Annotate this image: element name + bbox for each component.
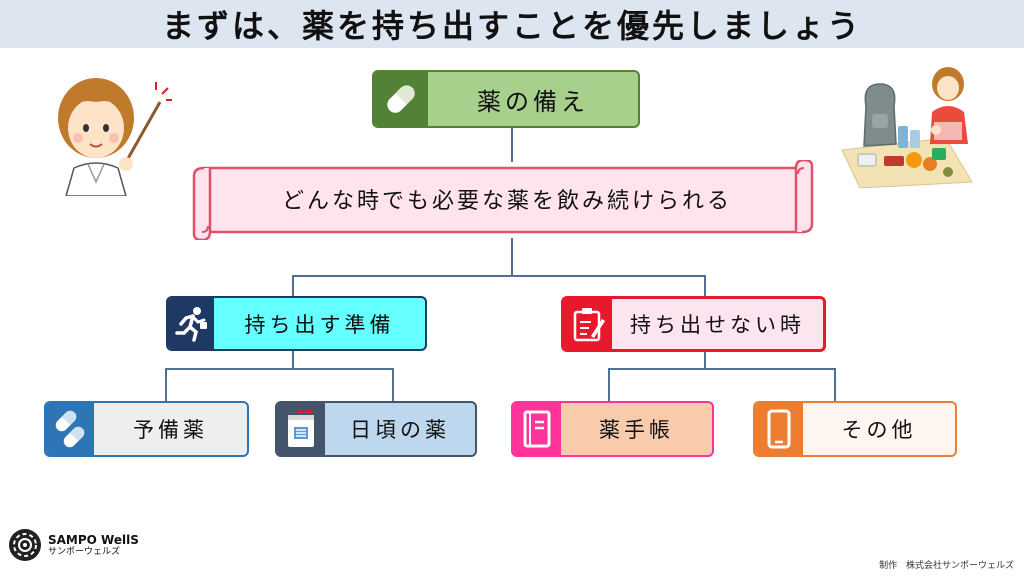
logo-mark-icon [9, 529, 41, 561]
supplies-illustration [841, 67, 973, 188]
child-notebook-icon-panel [513, 403, 561, 455]
child-other-icon-panel [755, 403, 803, 455]
clipboard-pen-icon [573, 308, 605, 342]
branch-prepare-label: 持ち出す準備 [244, 312, 395, 337]
credit: 制作 株式会社サンポーウェルズ [873, 558, 1014, 571]
credit-label: 制作 [879, 561, 898, 571]
child-daily-label: 日頃の薬 [350, 418, 450, 442]
notebook-icon [523, 410, 551, 448]
connector-right-down [704, 350, 706, 369]
child-notebook-box: 薬手帳 [511, 401, 714, 457]
connector-root-scroll [511, 126, 513, 162]
scroll-text: どんな時でも必要な薬を飲み続けられる [281, 189, 732, 214]
credit-company: 株式会社サンポーウェルズ [905, 561, 1014, 571]
connector-right-child1 [608, 368, 610, 402]
child-spare-icon-panel [46, 403, 94, 455]
child-other-label: その他 [841, 418, 917, 442]
branch-cannot-icon-panel [564, 299, 612, 349]
capsules-icon [55, 410, 85, 448]
child-spare-label: 予備薬 [133, 418, 208, 442]
connector-right-branch [704, 275, 706, 297]
running-person-icon [175, 306, 207, 342]
medicine-bag-icon [288, 410, 314, 447]
branch-cannot-label: 持ち出せない時 [630, 313, 805, 337]
child-notebook-label: 薬手帳 [599, 418, 674, 442]
branch-prepare-box: 持ち出す準備 [166, 296, 427, 351]
connector-level1-horizontal [292, 275, 706, 277]
child-spare-box: 予備薬 [44, 401, 249, 457]
title-bar: まずは、薬を持ち出すことを優先しましょう [0, 0, 1024, 48]
teacher-illustration [58, 78, 172, 196]
connector-left-down [292, 349, 294, 369]
connector-left-child2 [392, 368, 394, 402]
connector-left-horizontal [165, 368, 394, 370]
smartphone-icon [767, 409, 791, 449]
logo: SAMPO WellS サンポーウェルズ [8, 528, 139, 562]
branch-prepare-icon-panel [168, 298, 214, 349]
child-other-box: その他 [753, 401, 957, 457]
logo-sub: サンポーウェルズ [48, 546, 121, 557]
branch-cannot-box: 持ち出せない時 [561, 296, 826, 352]
page-title: まずは、薬を持ち出すことを優先しましょう [161, 7, 862, 45]
connector-scroll-down [511, 238, 513, 276]
connector-left-branch [292, 275, 294, 297]
scroll-banner [192, 160, 814, 240]
connector-right-horizontal [608, 368, 836, 370]
capsule-icon [387, 85, 415, 113]
connector-right-child2 [834, 368, 836, 402]
logo-name: SAMPO WellS [48, 532, 139, 547]
root-box: 薬の備え [372, 70, 640, 128]
child-daily-box: 日頃の薬 [275, 401, 477, 457]
root-icon-panel [374, 72, 428, 126]
connector-left-child1 [165, 368, 167, 402]
root-label: 薬の備え [477, 87, 589, 116]
child-daily-icon-panel [277, 403, 325, 455]
